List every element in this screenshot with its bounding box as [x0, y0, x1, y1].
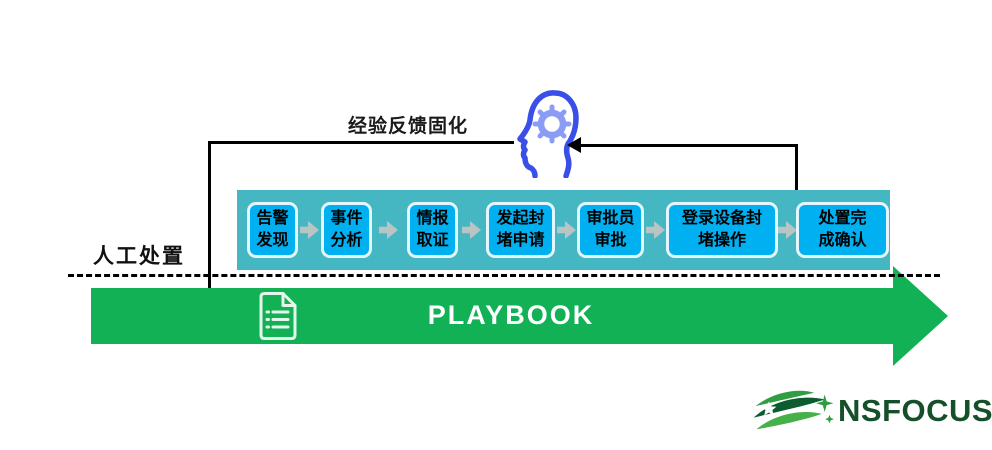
- step-text: 发起封: [496, 210, 545, 228]
- feedback-line-right-horizontal: [581, 144, 798, 147]
- step-text: 堵申请: [496, 232, 545, 249]
- step-arrow-icon: [300, 221, 319, 239]
- step-arrow-icon: [379, 221, 398, 239]
- feedback-line-left-vertical: [208, 141, 211, 309]
- process-band: 告警 发现 事件 分析 情报 取证 发起封 堵申请 审批员 审批 登录设备封 堵…: [237, 190, 890, 270]
- step-text: 取证: [416, 232, 449, 249]
- step-arrow-icon: [646, 221, 665, 239]
- step-alarm-discovery: 告警 发现: [247, 202, 298, 258]
- step-text: 成确认: [818, 232, 867, 249]
- feedback-title: 经验反馈固化: [348, 116, 469, 137]
- nsfocus-logo-icon: [753, 390, 834, 430]
- step-text: 处置完: [818, 210, 867, 228]
- brand-logo: NSFOCUS: [748, 384, 992, 438]
- step-text: 分析: [330, 232, 363, 249]
- step-approver-approval: 审批员 审批: [577, 202, 644, 258]
- step-disposal-confirmation: 处置完 成确认: [796, 202, 889, 258]
- step-intel-forensics: 情报 取证: [407, 202, 458, 258]
- feedback-line-left-horizontal: [208, 141, 514, 144]
- step-blocking-request: 发起封 堵申请: [486, 202, 555, 258]
- step-text: 发现: [256, 232, 289, 249]
- brand-name: NSFOCUS: [838, 393, 992, 428]
- step-text: 登录设备封: [681, 210, 762, 228]
- step-device-blocking-operation: 登录设备封 堵操作: [666, 202, 778, 258]
- dashed-separator: [68, 274, 940, 277]
- step-text: 堵操作: [697, 232, 746, 249]
- step-text: 告警: [256, 210, 289, 228]
- step-arrow-icon: [462, 221, 481, 239]
- step-text: 审批: [594, 232, 627, 249]
- arrowhead-to-brain-icon: [567, 137, 581, 153]
- manual-handling-label: 人工处置: [93, 245, 185, 268]
- playbook-label: PLAYBOOK: [427, 300, 595, 330]
- gear-icon: [532, 104, 572, 144]
- brain-gear-icon: [517, 90, 579, 178]
- step-incident-analysis: 事件 分析: [321, 202, 372, 258]
- playbook-document-icon: [259, 292, 297, 340]
- step-arrow-icon: [778, 221, 797, 239]
- step-text: 事件: [330, 210, 363, 228]
- step-arrow-icon: [557, 221, 576, 239]
- feedback-line-right-vertical: [795, 144, 798, 204]
- step-text: 审批员: [586, 210, 635, 228]
- step-text: 情报: [416, 210, 449, 228]
